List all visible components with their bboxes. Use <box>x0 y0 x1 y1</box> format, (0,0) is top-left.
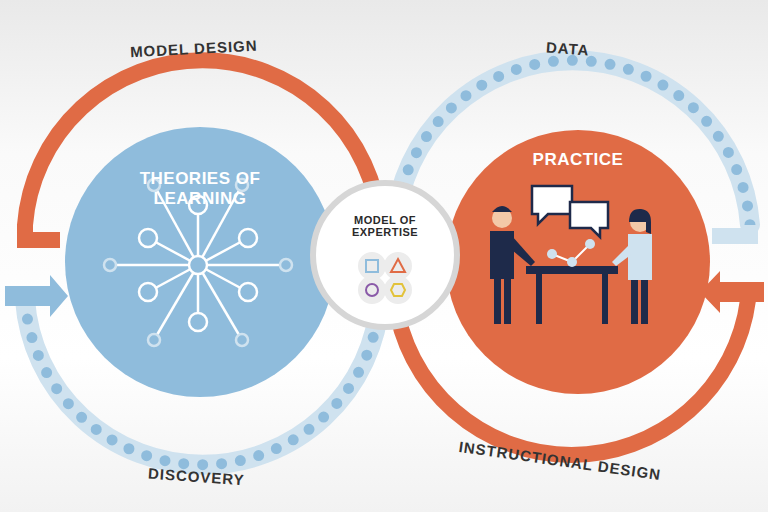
circle-node: MODEL OF EXPERTISE <box>310 180 460 330</box>
orange-arrow <box>700 271 764 313</box>
practice-circle <box>446 130 710 394</box>
node-title: THEORIES OF LEARNING <box>100 169 300 209</box>
circle-node: THEORIES OF LEARNING <box>65 127 335 397</box>
learning-circle <box>65 127 335 397</box>
circle-node: PRACTICE <box>446 130 710 394</box>
blue-arrow <box>5 275 68 317</box>
node-title: MODEL OF EXPERTISE <box>325 214 445 238</box>
loop-label: DATA <box>545 39 590 59</box>
shapes-icon <box>350 248 420 308</box>
node-title: PRACTICE <box>488 150 668 170</box>
dotted-arc-end <box>712 225 750 236</box>
people-icon <box>490 186 652 324</box>
